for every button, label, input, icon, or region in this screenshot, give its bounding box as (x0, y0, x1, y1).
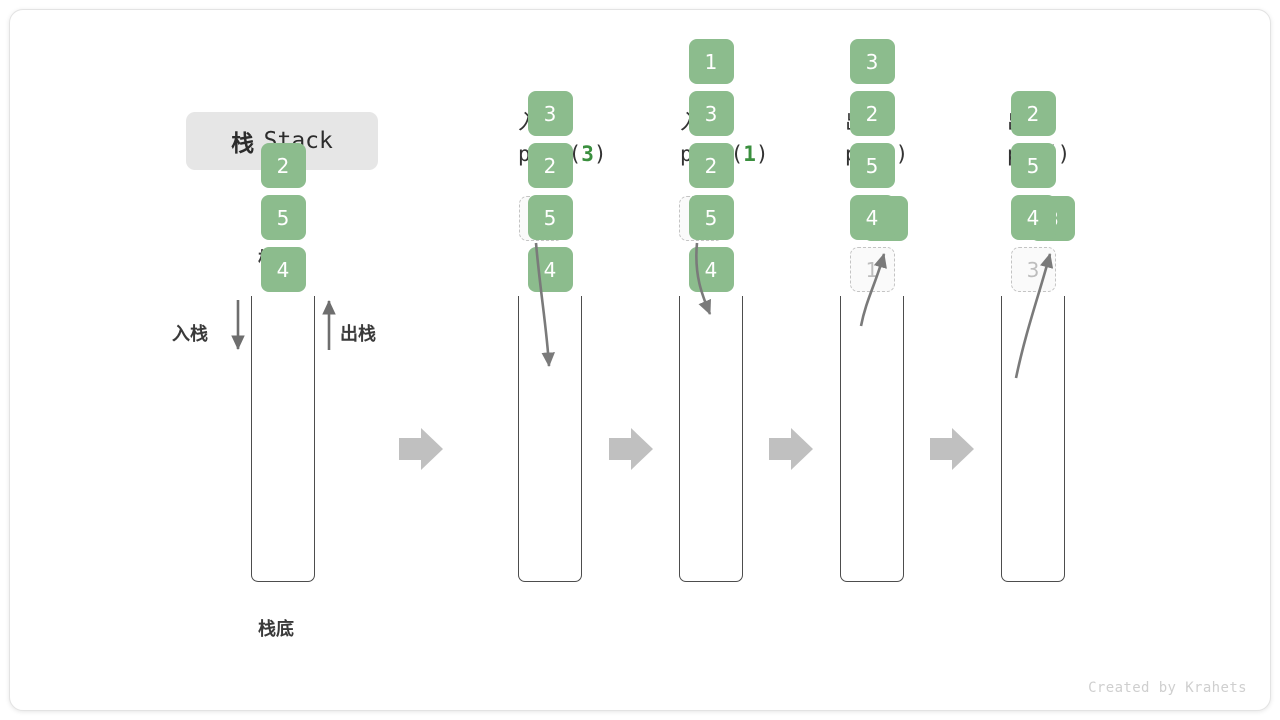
stack-4-cells: 3 4 5 2 (1001, 84, 1065, 292)
code-post: ) (755, 142, 769, 166)
stack-1-cells: 4 5 2 3 (518, 84, 582, 292)
stack-cell: 5 (1010, 143, 1056, 188)
stack-cell: 5 (260, 195, 306, 240)
push-direction-label: 入栈 (172, 324, 208, 344)
stack-cell-removed: 3 (1010, 247, 1056, 292)
stack-3-walls (840, 296, 904, 582)
code-post: ) (1057, 142, 1071, 166)
code-arg: 3 (581, 142, 594, 166)
stack-cell: 5 (849, 143, 895, 188)
stack-cell: 3 (849, 39, 895, 84)
stack-2-cells: 4 5 2 3 1 (679, 32, 743, 292)
stack-cell: 5 (688, 195, 734, 240)
stack-cell: 5 (527, 195, 573, 240)
stack-3-cells: 1 4 5 2 3 (840, 32, 904, 292)
stack-bottom-label: 栈底 (258, 619, 294, 639)
stack-cell-removed: 1 (849, 247, 895, 292)
code-post: ) (593, 142, 607, 166)
stack-cell: 3 (688, 91, 734, 136)
stack-cell: 2 (527, 143, 573, 188)
stack-cell: 3 (527, 91, 573, 136)
stack-cell: 4 (527, 247, 573, 292)
stack-cell: 2 (1010, 91, 1056, 136)
stack-cell: 1 (688, 39, 734, 84)
title-chinese: 栈 (231, 130, 255, 156)
stack-cell: 4 (1010, 195, 1056, 240)
stack-cell: 4 (260, 247, 306, 292)
stack-2-walls (679, 296, 743, 582)
credit-footer: Created by Krahets (1088, 680, 1247, 696)
stack-4-walls (1001, 296, 1065, 582)
stack-cell: 4 (849, 195, 895, 240)
stack-0-cells: 4 5 2 (251, 136, 315, 292)
stack-cell: 2 (849, 91, 895, 136)
pop-direction-label: 出栈 (340, 324, 376, 344)
code-post: ) (895, 142, 909, 166)
stack-cell: 2 (260, 143, 306, 188)
code-arg: 1 (743, 142, 756, 166)
stack-1-walls (518, 296, 582, 582)
stack-cell: 2 (688, 143, 734, 188)
stack-cell: 4 (688, 247, 734, 292)
stack-0-walls (251, 296, 315, 582)
